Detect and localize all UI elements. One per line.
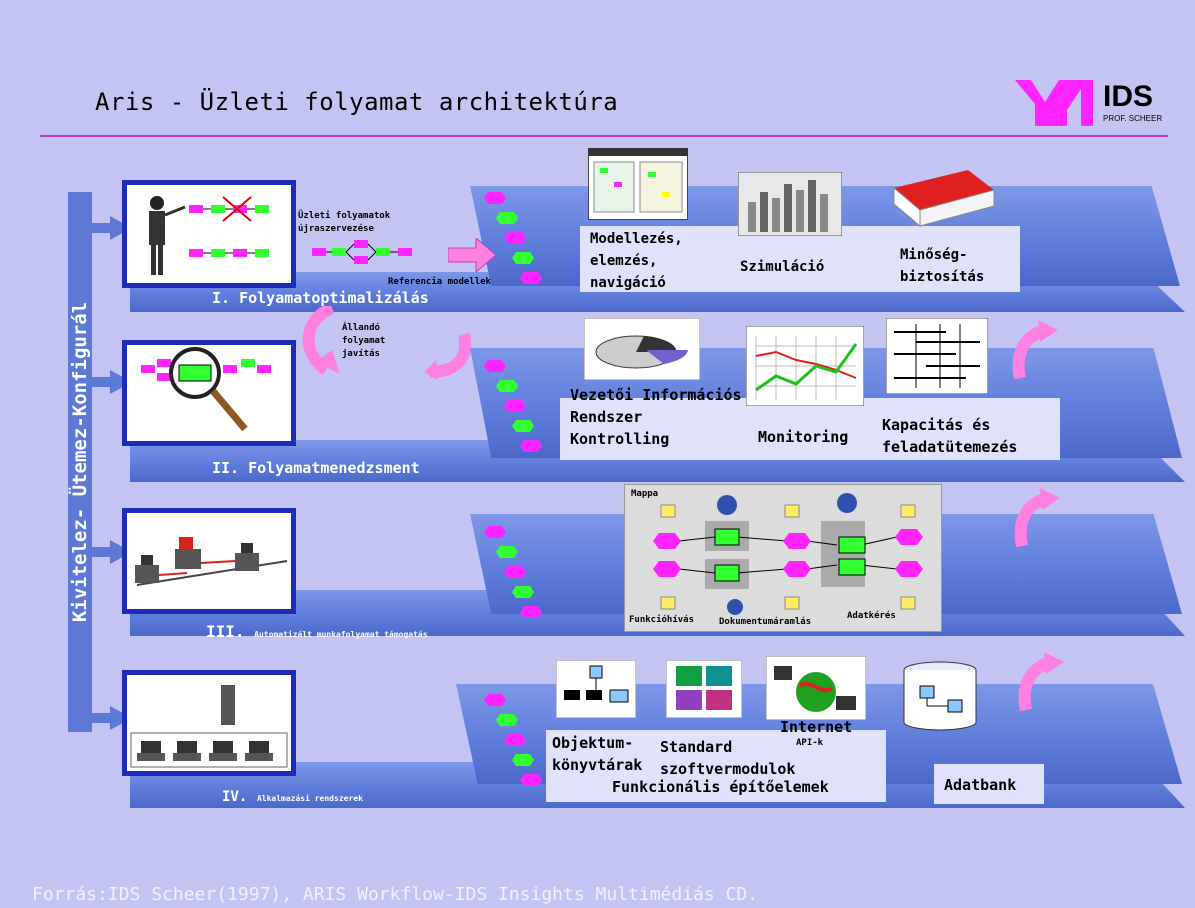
level-2-label: II. Folyamatmenedzsment	[212, 459, 420, 477]
ids-logo-icon	[1015, 80, 1093, 126]
level-2-image	[122, 340, 296, 446]
modeling-screenshot-icon	[588, 148, 688, 220]
side-bar	[68, 192, 92, 732]
connector-2	[88, 377, 116, 387]
level-4-item-internet: Internet	[780, 718, 853, 736]
level-1-item-modeling: Modellezés, elemzés, navigáció	[590, 228, 690, 294]
level-3-label: III. Automatizált munkafolyamat támogatá…	[206, 622, 428, 641]
level-1-item-simulation: Szimuláció	[740, 259, 825, 275]
side-label: Kivitelez- Ütemez-Konfigurál	[69, 301, 91, 623]
controlling-label: Kontrolling	[570, 430, 670, 448]
level-1-item-quality: Minőség-biztosítás	[900, 247, 985, 285]
level-4-item-standard-modules: Standard szoftvermodulok	[660, 738, 796, 778]
level-4-label: IV. Alkalmazási rendszerek	[222, 786, 363, 805]
level-4-item-object-libraries: Objektum-könyvtárak	[552, 734, 643, 774]
process-chain-icon	[312, 240, 412, 264]
level-3-image	[122, 508, 296, 614]
workflow-diagram-graphic	[653, 493, 923, 615]
level-1-annotation: Üzleti folyamatok újraszervezése	[298, 211, 391, 234]
level-1-label: I. Folyamatoptimalizálás	[212, 289, 429, 307]
level-4-hex-stack	[484, 694, 542, 786]
modeling-label: Modellezés, elemzés, navigáció	[590, 231, 683, 291]
level-1-image	[122, 180, 296, 288]
logo-subtext: PROF. SCHEER	[1103, 114, 1163, 123]
object-library-icon	[556, 660, 636, 718]
level-1-panel	[580, 226, 1020, 292]
connector-4	[88, 713, 116, 723]
logo-text: IDS	[1103, 80, 1154, 113]
connector-1	[68, 223, 116, 233]
database-icon	[903, 661, 977, 731]
level-4-panel	[546, 730, 886, 802]
pie-chart-icon	[584, 318, 700, 380]
monitoring-chart-icon	[746, 326, 864, 406]
ids-logo: IDS PROF. SCHEER	[1015, 80, 1165, 130]
workflow-diagram: Mappa Funkcióhívás Dokumentumáramlás Ada…	[624, 484, 942, 632]
source-caption: Forrás:IDS Scheer(1997), ARIS Workflow-I…	[32, 884, 759, 905]
cycle-arrow-right-icon	[424, 332, 472, 380]
schedule-grid-icon	[886, 318, 988, 394]
level-4-numeral: IV.	[222, 789, 248, 805]
standard-modules-icon	[666, 660, 742, 718]
level-3-numeral: III.	[206, 622, 245, 641]
wf-label-adatkeres: Adatkérés	[847, 611, 896, 621]
wf-label-dokumentumaramlas: Dokumentumáramlás	[719, 617, 812, 627]
connector-3	[88, 547, 116, 557]
level-2-annotation: Állandó folyamat javítás	[342, 323, 386, 359]
level-4-return-arrow-icon	[1018, 652, 1064, 712]
level-4-image	[122, 670, 296, 776]
level-3-hex-stack	[484, 526, 542, 618]
level-1-hex-stack	[484, 192, 542, 284]
title-rule	[40, 135, 1168, 137]
level-4-item-functional-blocks: Funkcionális építőelemek	[612, 778, 829, 796]
wf-label-funkciohivas: Funkcióhívás	[629, 615, 695, 625]
level-4-item-database: Adatbank	[944, 776, 1017, 794]
level-2-panel	[560, 398, 1060, 460]
level-2-item-capacity: Kapacitás és feladatütemezés	[882, 416, 1018, 456]
magnifier-illustration	[141, 347, 271, 432]
page-title: Aris - Üzleti folyamat architektúra	[95, 88, 619, 116]
level-2-item-monitoring: Monitoring	[758, 428, 849, 446]
workstations-illustration	[135, 537, 288, 586]
mis-label: Vezetői Információs Rendszer	[570, 386, 742, 426]
level-4-title: Alkalmazási rendszerek	[256, 794, 363, 803]
simulation-chart-icon	[738, 172, 842, 236]
cycle-arrow-left-icon	[302, 306, 340, 375]
pink-arrow-icon	[448, 238, 496, 272]
application-systems-illustration	[130, 685, 288, 768]
level-2-item-mis: Vezetői Információs Rendszer Kontrolling	[570, 384, 800, 450]
presenter-illustration	[149, 196, 269, 275]
level-4-item-api: API-k	[796, 738, 824, 748]
reference-models-label: Referencia modellek	[388, 277, 491, 287]
level-3-title: Automatizált munkafolyamat támogatás	[254, 630, 428, 639]
quality-book-icon	[893, 170, 995, 228]
wf-label-mappa: Mappa	[631, 489, 659, 499]
level-2-return-arrow-icon	[1012, 320, 1058, 380]
level-3-return-arrow-icon	[1014, 488, 1060, 548]
level-4-db-panel	[934, 764, 1044, 804]
internet-globe-icon	[766, 656, 866, 720]
level-2-hex-stack	[484, 360, 542, 452]
